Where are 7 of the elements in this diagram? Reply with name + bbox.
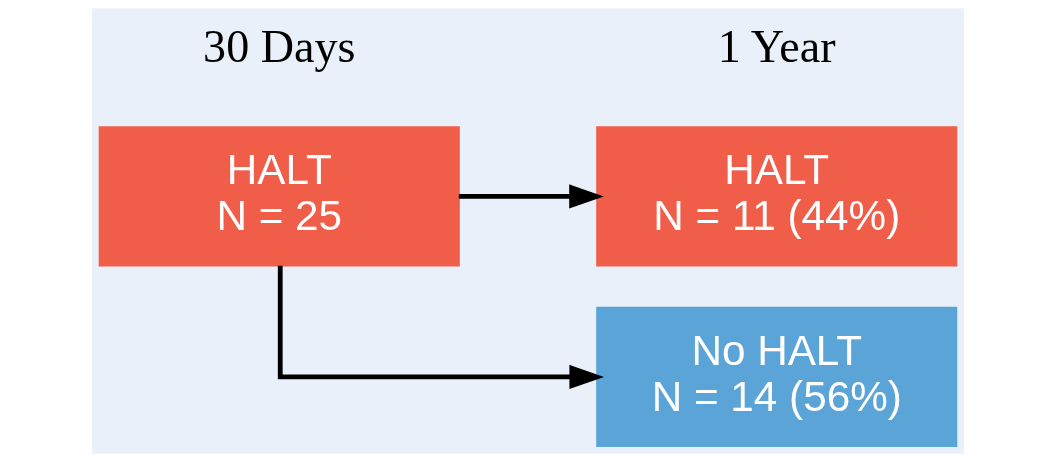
label: 30 Days <box>203 21 356 73</box>
node-box: HALT N = 11 (44%) <box>596 126 958 267</box>
arrow <box>458 184 604 209</box>
label: 1 Year <box>717 21 836 73</box>
arrow <box>277 265 605 390</box>
node-box: No HALT N = 14 (56%) <box>596 306 958 448</box>
node-box: HALT N = 25 <box>98 126 460 267</box>
